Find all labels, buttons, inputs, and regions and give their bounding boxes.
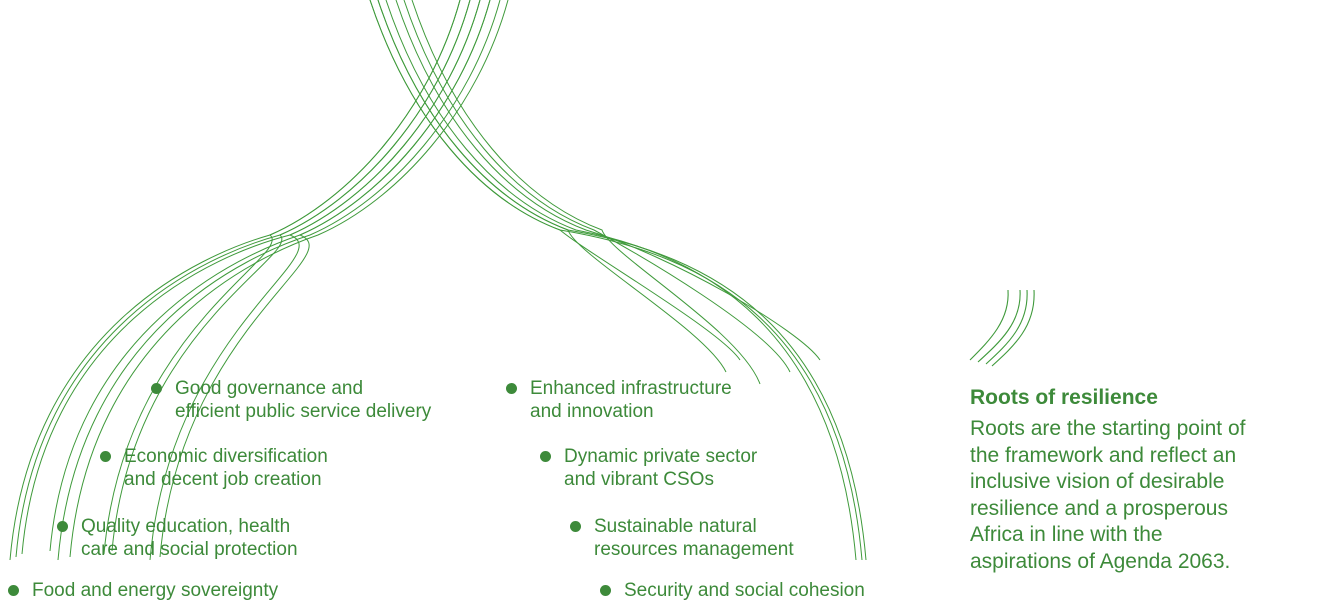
root-strand: [103, 0, 461, 555]
right-root-strands: [369, 0, 867, 561]
bullet-dot: [100, 451, 111, 462]
root-strand: [385, 0, 857, 561]
pillar-line: and innovation: [530, 401, 654, 422]
bullet-dot: [570, 521, 581, 532]
panel-title: Roots of resilience: [970, 386, 1158, 409]
mark-stroke: [977, 289, 1021, 363]
bullet-dot: [8, 585, 19, 596]
pillar-line: Quality education, health: [81, 516, 291, 537]
bullet-dot: [540, 451, 551, 462]
panel-text-line: inclusive vision of desirable: [970, 470, 1225, 493]
root-strand: [377, 0, 727, 373]
root-strand: [395, 0, 821, 361]
pillar-line: Food and energy sovereignty: [32, 580, 279, 601]
roots-description-panel: Roots of resilience Roots are the starti…: [970, 385, 1315, 575]
pillar-line: Dynamic private sector: [564, 446, 758, 467]
pillar-private-sector: Dynamic private sector and vibrant CSOs: [540, 445, 758, 491]
pillar-line: and vibrant CSOs: [564, 469, 714, 490]
pillar-line: efficient public service delivery: [175, 401, 432, 422]
bullet-dot: [506, 383, 517, 394]
pillar-good-governance: Good governance and efficient public ser…: [151, 377, 432, 423]
panel-text-line: the framework and reflect an: [970, 443, 1237, 467]
pillar-food-energy: Food and energy sovereignty: [8, 579, 279, 602]
root-strand: [149, 0, 481, 561]
pillar-line: care and social protection: [81, 539, 298, 560]
mark-stroke: [985, 289, 1028, 365]
pillar-line: Good governance and: [175, 378, 364, 399]
root-strand: [369, 0, 741, 361]
pillar-security: Security and social cohesion: [600, 579, 865, 602]
panel-text-line: resilience and a prosperous: [970, 496, 1228, 520]
root-strand: [69, 0, 509, 558]
panel-text-line: Roots are the starting point of: [970, 417, 1246, 440]
bullet-dot: [57, 521, 68, 532]
pillar-line: and decent job creation: [124, 469, 322, 490]
panel-text-line: aspirations of Agenda 2063.: [970, 549, 1231, 573]
pillar-economic-diversification: Economic diversification and decent job …: [100, 445, 328, 491]
panel-text-line: Africa in line with the: [970, 523, 1163, 546]
root-strand: [411, 0, 761, 385]
root-strand: [57, 0, 501, 561]
pillar-line: Sustainable natural: [594, 516, 757, 537]
bullet-dot: [600, 585, 611, 596]
root-strand: [403, 0, 791, 373]
root-strand: [159, 0, 491, 558]
pillar-natural-resources: Sustainable natural resources management: [570, 515, 794, 561]
quote-mark-strands: [969, 289, 1035, 367]
left-root-strands: [9, 0, 509, 561]
pillar-line: Economic diversification: [124, 446, 328, 467]
pillar-line: Security and social cohesion: [624, 580, 865, 601]
pillar-quality-education: Quality education, health care and socia…: [57, 515, 298, 561]
pillar-line: Enhanced infrastructure: [530, 378, 732, 399]
bullet-dot: [151, 383, 162, 394]
mark-stroke: [991, 289, 1035, 367]
pillar-line: resources management: [594, 539, 794, 560]
pillar-infrastructure: Enhanced infrastructure and innovation: [506, 377, 732, 423]
mark-stroke: [969, 289, 1009, 361]
